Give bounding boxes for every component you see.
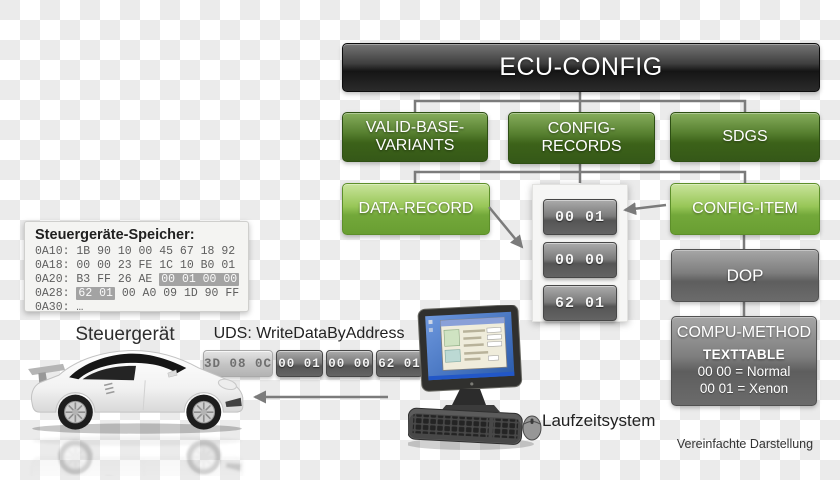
compu-method-title: COMPU-METHOD [676,324,812,341]
dop-box: DOP [671,249,819,302]
memory-row: 0A10: 1B 90 10 00 45 67 18 92 [35,245,248,259]
memory-row: 0A20: B3 FF 26 AE 00 01 00 00 [35,273,248,287]
arrow-config-item-to-value [623,202,667,216]
dop-label: DOP [726,265,764,285]
config-records-box: CONFIG-RECORDS [508,112,655,164]
steuergeraet-label: Steuergerät [75,324,175,345]
valid-base-variants-label: VALID-BASE-VARIANTS [365,118,465,154]
mouse [522,415,542,441]
compu-method-entry: 00 01 = Xenon [699,381,789,397]
uds-message-bytes: 3D 08 0C 00 01 00 00 62 01 [203,350,423,377]
laufzeitsystem-label: Laufzeitsystem [542,411,656,430]
memory-row-text: 0A20: B3 FF 26 AE [35,273,160,286]
car-illustration [27,349,244,476]
monitor-stand [452,389,486,405]
memory-row-text: 0A10: 1B 90 10 00 45 67 18 92 [35,245,236,258]
footnote-label: Vereinfachte Darstellung [676,437,814,451]
config-value-panel: 00 01 00 00 62 01 [532,184,628,322]
ecu-config-label: ECU-CONFIG [499,53,663,82]
compu-method-entry: 00 00 = Normal [697,363,791,379]
config-item-box: CONFIG-ITEM [670,183,820,235]
config-value-chip: 00 00 [543,242,617,278]
memory-dump-panel: Steuergeräte-Speicher: 0A10: 1B 90 10 00… [24,221,249,315]
memory-row-text: 0A28: [35,287,77,300]
car-reflection [27,434,244,476]
uds-data-chip: 00 01 [276,350,323,377]
computer-illustration [408,305,542,450]
monitor [417,305,523,392]
memory-row: 0A18: 00 00 23 FE 1C 10 B0 01 [35,259,248,273]
compu-method-type: TEXTTABLE [702,347,786,363]
connector-level2 [413,99,747,112]
keyboard [408,407,523,445]
memory-row-text: 0A18: 00 00 23 FE 1C 10 B0 01 [35,259,236,272]
data-record-label: DATA-RECORD [358,199,474,217]
memory-row: 0A30: … [35,301,248,315]
memory-row: 0A28: 62 01 00 A0 09 1D 90 FF [35,287,248,301]
connector-level3 [413,170,747,183]
config-records-label: CONFIG-RECORDS [541,119,622,155]
memory-dump-title: Steuergeräte-Speicher: [35,227,195,243]
screen-dialog-window [439,316,508,371]
sdgs-box: SDGS [670,112,820,162]
valid-base-variants-box: VALID-BASE-VARIANTS [342,112,488,162]
ecu-config-box: ECU-CONFIG [342,43,820,92]
uds-data-chip: 00 00 [326,350,373,377]
memory-row-text: 0A30: … [35,301,84,314]
memory-highlight: 62 01 [76,287,115,300]
config-item-label: CONFIG-ITEM [692,199,798,217]
uds-header-chip: 3D 08 0C [203,350,273,377]
car-shape [28,349,244,434]
data-record-box: DATA-RECORD [342,183,490,235]
uds-data-chip: 62 01 [376,350,423,377]
config-value-chip: 62 01 [543,285,617,321]
uds-service-label: UDS: WriteDataByAddress [213,325,405,342]
arrow-data-record-to-values [488,206,524,249]
compu-method-box: COMPU-METHOD TEXTTABLE 00 00 = Normal 00… [671,316,817,406]
config-value-chip: 00 01 [543,199,617,235]
sdgs-label: SDGS [722,127,768,145]
memory-highlight: 00 01 00 00 [159,273,240,286]
memory-row-text: 00 A0 09 1D 90 FF [114,287,240,300]
